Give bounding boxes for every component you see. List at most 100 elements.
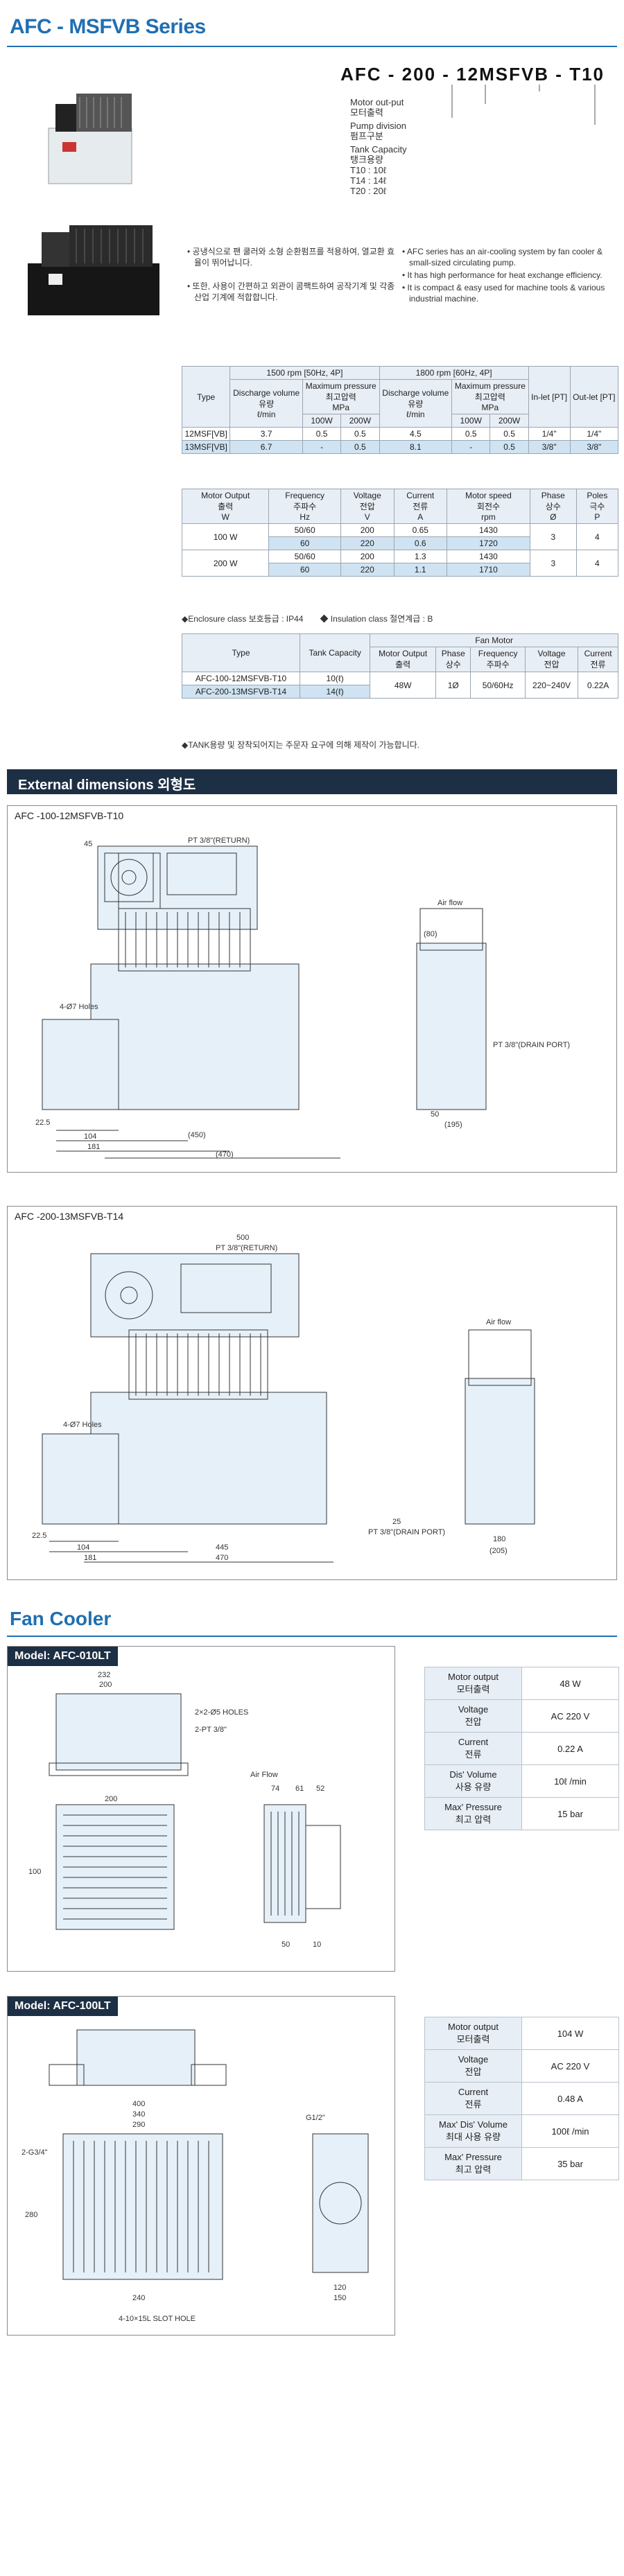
page-title: AFC - MSFVB Series [10, 15, 206, 38]
dimension-drawing-2: 4-Ø7 Holes Air flow PT 3/8"(RETURN) PT 3… [32, 1234, 535, 1563]
svg-text:4-Ø7 Holes: 4-Ø7 Holes [63, 1421, 102, 1429]
product-photo-2 [21, 215, 173, 319]
svg-text:4-Ø7 Holes: 4-Ø7 Holes [60, 1003, 98, 1011]
fan-model-2-panel: Model: AFC-100LT 400 340 290 2-G3/4" G1/… [7, 1996, 395, 2336]
fan-model-1-title: Model: AFC-010LT [8, 1647, 118, 1666]
svg-text:(195): (195) [444, 1121, 462, 1129]
svg-text:470: 470 [216, 1554, 228, 1562]
svg-text:150: 150 [333, 2294, 346, 2302]
svg-text:181: 181 [87, 1143, 100, 1151]
svg-text:G1/2": G1/2" [306, 2114, 325, 2122]
svg-text:100: 100 [28, 1868, 41, 1876]
svg-text:104: 104 [84, 1132, 96, 1141]
svg-text:PT 3/8"(DRAIN PORT): PT 3/8"(DRAIN PORT) [368, 1528, 445, 1536]
bullet-en-2: • It has high performance for heat excha… [402, 270, 603, 280]
title-divider [7, 46, 617, 47]
svg-text:180: 180 [493, 1535, 505, 1543]
bullet-ko-1: • 공냉식으로 팬 쿨러와 소형 순환펌프를 적용하여, 열교환 효율이 뛰어납… [187, 247, 395, 268]
svg-text:10: 10 [313, 1940, 321, 1949]
svg-text:45: 45 [84, 840, 92, 848]
svg-text:Air Flow: Air Flow [250, 1771, 278, 1779]
drawing-afc-200: AFC -200-13MSFVB-T14 4-Ø7 Holes Air flow… [7, 1206, 617, 1580]
section-external-dimensions: External dimensions 외형도 [7, 769, 617, 794]
model-code-leaders [451, 85, 596, 125]
bullet-ko-2: • 또한, 사용이 간편하고 외관이 콤팩트하여 공작기계 및 각종 산업 기계… [187, 281, 395, 302]
svg-text:50: 50 [431, 1110, 439, 1119]
svg-text:240: 240 [132, 2294, 145, 2302]
svg-text:340: 340 [132, 2110, 145, 2119]
dimension-drawing-1: 4-Ø7 Holes Air flow PT 3/8"(RETURN) PT 3… [35, 836, 570, 1159]
svg-text:Air flow: Air flow [437, 899, 462, 907]
svg-text:(205): (205) [489, 1547, 508, 1555]
svg-text:104: 104 [77, 1543, 89, 1552]
svg-text:2-PT 3/8": 2-PT 3/8" [195, 1726, 227, 1734]
product-photo-1 [35, 80, 153, 198]
svg-text:200: 200 [99, 1681, 112, 1689]
svg-text:2-G3/4": 2-G3/4" [21, 2148, 48, 2157]
drawing-title: AFC -100-12MSFVB-T10 [15, 810, 124, 821]
svg-text:4-10×15L SLOT HOLE: 4-10×15L SLOT HOLE [119, 2315, 196, 2323]
fan-drawing-1: 232 200 2×2-Ø5 HOLES 2-PT 3/8" Air Flow … [28, 1671, 341, 1949]
fan-cooler-title: Fan Cooler [10, 1608, 112, 1629]
svg-text:(470): (470) [216, 1150, 234, 1159]
pump-spec-table: Type 1500 rpm [50Hz, 4P] 1800 rpm [60Hz,… [181, 366, 619, 454]
svg-text:2×2-Ø5 HOLES: 2×2-Ø5 HOLES [195, 1708, 248, 1717]
svg-text:500: 500 [236, 1234, 249, 1242]
svg-text:74: 74 [271, 1785, 279, 1793]
svg-text:(80): (80) [424, 930, 437, 938]
drawing-afc-100: AFC -100-12MSFVB-T10 4-Ø7 Holes Air flow… [7, 805, 617, 1173]
fan-model-1-panel: Model: AFC-010LT 232 200 2×2-Ø5 HOLES 2-… [7, 1646, 395, 1972]
svg-text:290: 290 [132, 2121, 145, 2129]
svg-text:400: 400 [132, 2100, 145, 2108]
bullet-en-1: • AFC series has an air-cooling system b… [402, 247, 603, 268]
tank-note: ◆TANK용량 및 장착되어지는 주문자 요구에 의해 제작이 가능합니다. [182, 740, 420, 750]
svg-text:PT 3/8"(RETURN): PT 3/8"(RETURN) [216, 1244, 277, 1252]
fan-cooler-divider [7, 1636, 617, 1637]
svg-text:181: 181 [84, 1554, 96, 1562]
svg-text:445: 445 [216, 1543, 228, 1552]
svg-text:52: 52 [316, 1785, 324, 1793]
bullet-en-3: • It is compact & easy used for machine … [402, 283, 605, 304]
svg-text:61: 61 [295, 1785, 304, 1793]
svg-text:Air flow: Air flow [486, 1318, 511, 1326]
svg-text:200: 200 [105, 1795, 117, 1803]
svg-text:232: 232 [98, 1671, 110, 1679]
svg-text:22.5: 22.5 [32, 1532, 46, 1540]
model-code: AFC - 200 - 12MSFVB - T10 [340, 64, 605, 85]
svg-text:50: 50 [281, 1940, 290, 1949]
drawing-title: AFC -200-13MSFVB-T14 [15, 1211, 124, 1222]
enclosure-note: ◆Enclosure class 보호등급 : IP44 ◆ Insulatio… [182, 614, 433, 624]
model-spec-table: Type Tank Capacity Fan Motor Motor Outpu… [182, 633, 618, 699]
svg-text:PT 3/8"(RETURN): PT 3/8"(RETURN) [188, 836, 250, 845]
svg-text:280: 280 [25, 2211, 37, 2219]
svg-text:120: 120 [333, 2284, 346, 2292]
svg-text:(450): (450) [188, 1131, 206, 1139]
fan-model-2-title: Model: AFC-100LT [8, 1997, 118, 2016]
svg-text:25: 25 [392, 1518, 401, 1526]
svg-text:PT 3/8"(DRAIN PORT): PT 3/8"(DRAIN PORT) [493, 1041, 570, 1049]
fan-drawing-2: 400 340 290 2-G3/4" G1/2" 280 240 4-10×1… [21, 2029, 369, 2323]
svg-text:22.5: 22.5 [35, 1119, 50, 1127]
